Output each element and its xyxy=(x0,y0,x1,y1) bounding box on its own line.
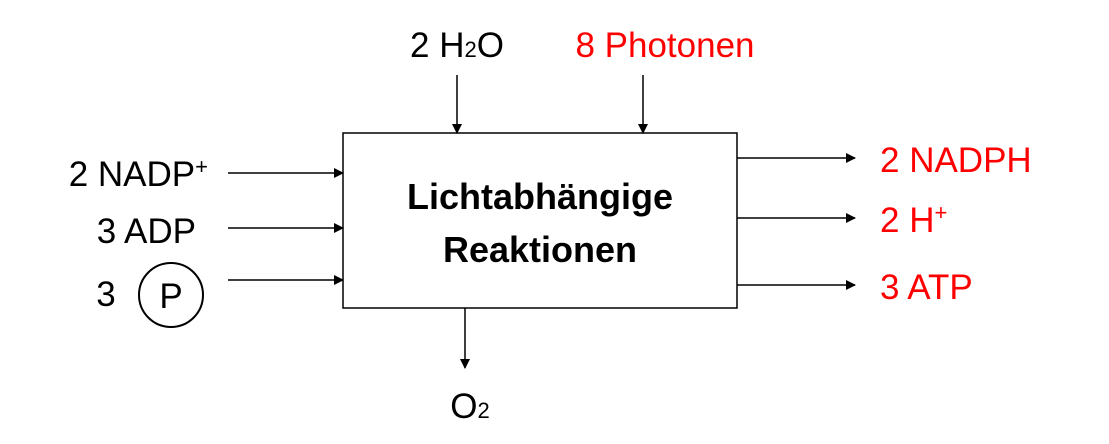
atp-label: 3 ATP xyxy=(880,268,973,307)
phosphate-coefficient: 3 xyxy=(96,275,115,314)
phosphate-symbol: P xyxy=(159,277,182,316)
photons-label: 8 Photonen xyxy=(575,26,754,65)
process-box xyxy=(342,132,738,309)
adp-label: 3 ADP xyxy=(97,212,196,251)
process-title-line1: Lichtabhängige xyxy=(407,176,673,217)
nadph-label: 2 NADPH xyxy=(880,141,1032,180)
phosphate-circle xyxy=(138,262,204,328)
process-title-line2: Reaktionen xyxy=(443,229,637,270)
nadp-label: 2 NADP+ xyxy=(69,154,208,194)
water-label: 2 H2O xyxy=(410,26,504,65)
proton-label: 2 H+ xyxy=(880,200,947,240)
oxygen-label: O2 xyxy=(450,387,489,426)
